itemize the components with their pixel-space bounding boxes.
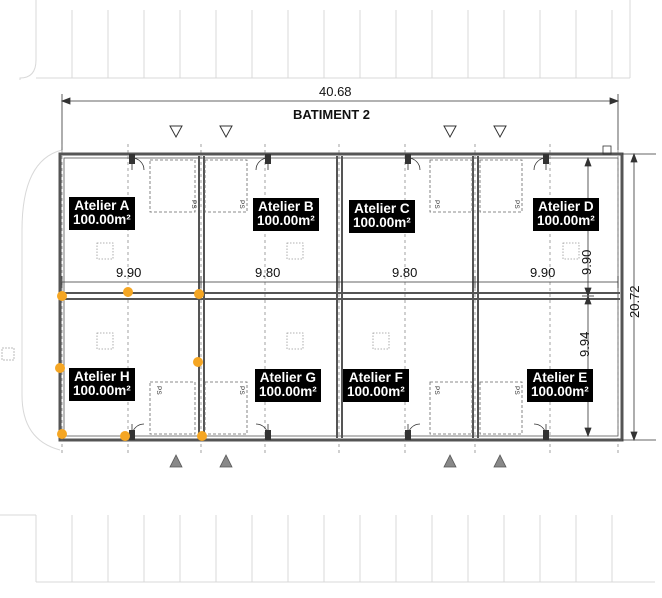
unit-name: Atelier F	[348, 370, 403, 385]
ps-label: PS	[433, 386, 440, 395]
unit-area: 100.00m²	[73, 212, 131, 227]
door-leaves	[129, 154, 549, 440]
unit-label-d: Atelier D 100.00m²	[533, 198, 599, 231]
axis-lines	[61, 144, 619, 454]
overall-width-dimension	[60, 94, 620, 150]
orange-markers	[55, 287, 207, 441]
unit-area: 100.00m²	[347, 384, 405, 399]
driveway-curve	[21, 149, 63, 451]
parking-bottom	[0, 514, 655, 583]
row-dimension-line	[61, 276, 619, 288]
unit-area: 100.00m²	[73, 383, 131, 398]
ps-rooms	[149, 159, 523, 435]
ps-label: PS	[238, 200, 245, 209]
overall-width-label: 40.68	[319, 84, 352, 99]
unit-name: Atelier G	[259, 370, 317, 385]
ps-label: PS	[513, 200, 520, 209]
dimension-bay-1: 9.90	[116, 265, 142, 280]
roof-hatch-icons	[96, 242, 580, 350]
unit-label-g: Atelier G 100.00m²	[255, 369, 321, 402]
dimension-bay-4: 9.90	[530, 265, 556, 280]
unit-area: 100.00m²	[353, 215, 411, 230]
unit-name: Atelier H	[74, 369, 130, 384]
left-marker-icon	[1, 347, 15, 361]
unit-label-e: Atelier E 100.00m²	[527, 369, 593, 402]
unit-label-f: Atelier F 100.00m²	[343, 369, 409, 402]
unit-name: Atelier D	[538, 199, 594, 214]
unit-name: Atelier B	[258, 199, 314, 214]
unit-name: Atelier A	[74, 198, 130, 213]
unit-area: 100.00m²	[537, 213, 595, 228]
dimension-right-lower: 9.94	[577, 331, 592, 357]
ps-label: PS	[238, 386, 245, 395]
ps-label: PS	[513, 386, 520, 395]
unit-label-h: Atelier H 100.00m²	[69, 368, 135, 401]
unit-area: 100.00m²	[259, 384, 317, 399]
building-title: BATIMENT 2	[293, 107, 371, 122]
unit-label-a: Atelier A 100.00m²	[69, 197, 135, 230]
entry-arrows-top	[169, 125, 507, 139]
dimension-right-upper: 9.90	[579, 249, 594, 275]
unit-name: Atelier C	[354, 201, 410, 216]
overall-depth-dimension	[622, 152, 656, 442]
dimension-bay-3: 9.80	[392, 265, 418, 280]
ps-label: PS	[190, 200, 197, 209]
parking-top	[19, 0, 631, 80]
ps-label: PS	[155, 386, 162, 395]
unit-label-b: Atelier B 100.00m²	[253, 198, 319, 231]
entry-arrows-bottom	[169, 454, 507, 468]
unit-area: 100.00m²	[257, 213, 315, 228]
dimension-bay-2: 9.80	[255, 265, 281, 280]
unit-label-c: Atelier C 100.00m²	[349, 200, 415, 233]
unit-area: 100.00m²	[531, 384, 589, 399]
corner-marker-icon	[602, 145, 612, 155]
ps-label: PS	[433, 200, 440, 209]
overall-depth-label: 20.72	[627, 285, 642, 318]
unit-name: Atelier E	[532, 370, 588, 385]
